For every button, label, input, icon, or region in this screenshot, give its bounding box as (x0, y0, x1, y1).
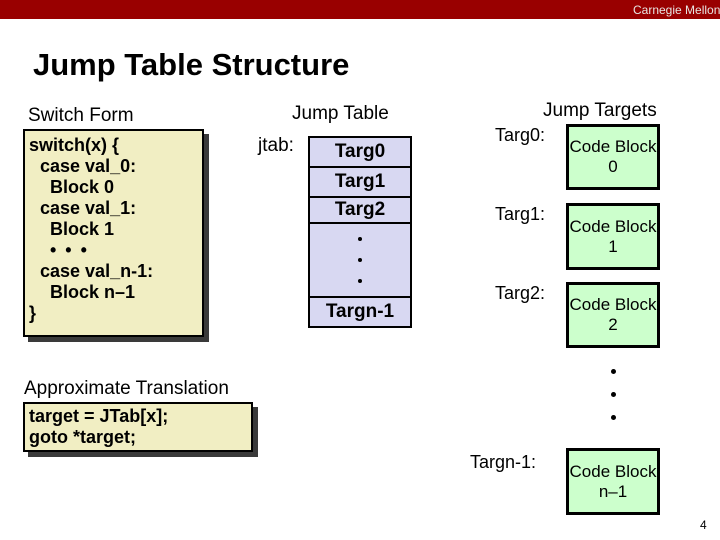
code-line: goto *target; (29, 427, 136, 447)
translation-code-box: target = JTab[x]; goto *target; (23, 402, 253, 452)
code-block-text: Code Block (569, 137, 657, 156)
code-block-text: Code Block (569, 461, 657, 481)
jump-table-entry: Targn-1 (325, 301, 395, 322)
code-line: Block 0 (50, 177, 115, 197)
code-line: case val_0: (40, 156, 137, 176)
jump-table-heading: Jump Table (292, 103, 389, 124)
code-block-index: 2 (608, 315, 618, 334)
jump-targets-heading: Jump Targets (543, 100, 657, 121)
code-line: Block 1 (50, 219, 115, 239)
approximate-translation-heading: Approximate Translation (24, 378, 229, 399)
code-line: case val_1: (40, 198, 137, 218)
target-label: Targ2: (495, 283, 546, 303)
switch-form-heading: Switch Form (28, 105, 134, 126)
jump-table: Targ0 Targ1 Targ2 Targn-1 (308, 136, 412, 328)
dot (611, 369, 616, 374)
code-block-box: Code Block 1 (566, 203, 660, 270)
dot (611, 392, 616, 397)
brand-text: Carnegie Mellon (633, 3, 720, 17)
jump-table-entry: Targ0 (310, 138, 410, 168)
jump-table-entry: Targ2 (310, 198, 410, 224)
code-line: } (29, 303, 37, 323)
dot (358, 258, 362, 262)
code-block-box: Code Block 0 (566, 124, 660, 190)
switch-form-code-box: switch(x) { case val_0: Block 0 case val… (23, 129, 204, 337)
code-line: switch(x) { (29, 135, 120, 155)
code-block-box: Code Block 2 (566, 282, 660, 348)
target-label: Targn-1: (470, 452, 537, 472)
code-block-index: n–1 (598, 481, 628, 501)
dot (358, 237, 362, 241)
code-block-index: 0 (608, 157, 618, 176)
code-line: case val_n-1: (40, 261, 154, 281)
code-block-text: Code Block (569, 216, 657, 236)
dot (611, 415, 616, 420)
code-block-index: 1 (608, 236, 618, 256)
target-label: Targ1: (495, 204, 546, 224)
code-block-box: Code Block n–1 (566, 448, 660, 515)
page-number: 4 (700, 518, 707, 532)
code-block-text: Code Block (569, 295, 657, 314)
code-line: Block n–1 (50, 282, 136, 302)
horizontal-ellipsis-icon: • • • (50, 240, 89, 260)
jump-table-entry: Targ1 (310, 168, 410, 198)
page-title: Jump Table Structure (33, 47, 350, 82)
vertical-ellipsis-icon (310, 224, 410, 298)
header-bar: Carnegie Mellon (0, 0, 720, 19)
vertical-ellipsis-icon (611, 369, 616, 420)
jtab-pointer-label: jtab: (258, 135, 294, 156)
target-label: Targ0: (495, 125, 546, 145)
dot (358, 279, 362, 283)
code-line: target = JTab[x]; (29, 406, 169, 426)
